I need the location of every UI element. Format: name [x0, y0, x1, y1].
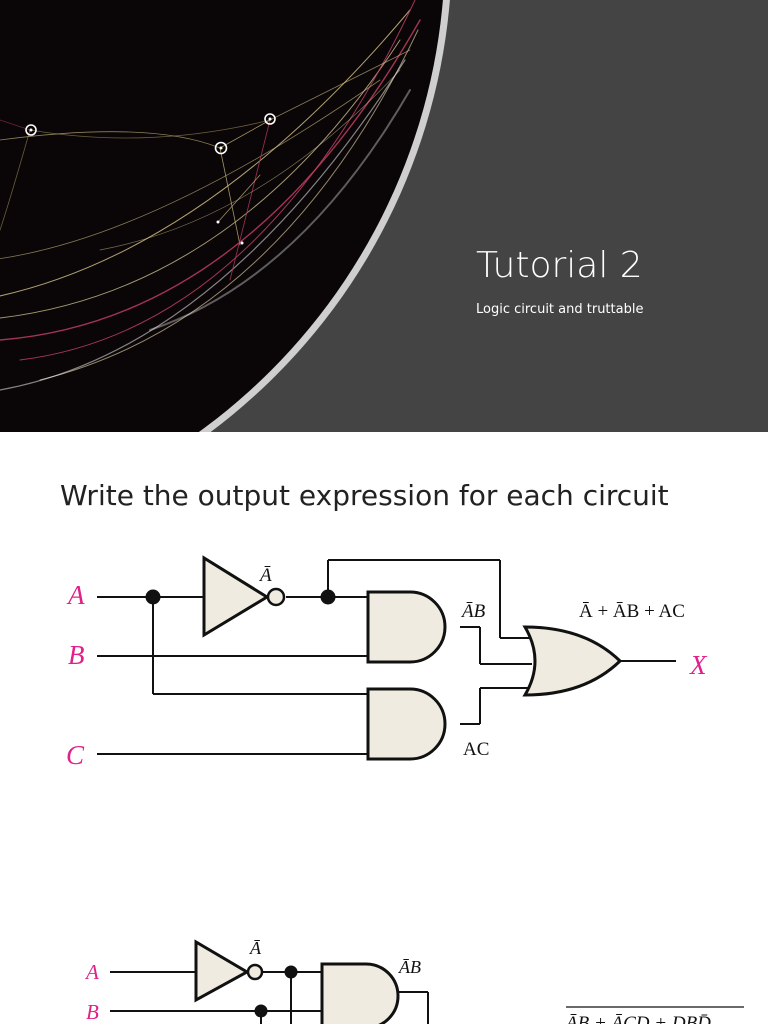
- and-gate-3: [320, 962, 400, 1024]
- input-label-a: A: [66, 580, 85, 610]
- and1-output-label: ĀB: [460, 601, 486, 622]
- input-label-a-2: A: [84, 960, 99, 984]
- or-output-expression: Ā + ĀB + AC: [579, 601, 685, 622]
- slide-subtitle: Logic circuit and truttable: [476, 302, 644, 317]
- and-gate-1: [366, 590, 447, 664]
- not-gate-2-bubble: [246, 963, 264, 981]
- circuit-1-junctions: [145, 589, 336, 605]
- slide-title: Tutorial 2: [476, 245, 643, 286]
- input-label-b-2: B: [86, 1000, 99, 1024]
- exercise-heading: Write the output expression for each cir…: [60, 479, 669, 512]
- not-gate-bubble: [266, 587, 286, 607]
- circuit-1: [97, 559, 676, 755]
- network-nodes: [25, 113, 276, 245]
- network-globe-image: [0, 0, 450, 432]
- and-gate-2: [366, 687, 447, 761]
- circuit-1-gates: [202, 555, 623, 761]
- exercise-slide: Write the output expression for each cir…: [0, 432, 768, 1024]
- circuit-diagrams: A B C X Ā ĀB AC Ā + ĀB + AC: [66, 555, 744, 1024]
- output-label-x: X: [689, 650, 708, 680]
- title-slide: Tutorial 2 Logic circuit and truttable: [0, 0, 768, 432]
- and2-output-label: AC: [463, 739, 489, 760]
- not-gate-2: [194, 939, 251, 1003]
- input-label-b: B: [68, 640, 85, 670]
- circuit-2: [110, 971, 429, 1024]
- input-label-c: C: [66, 740, 85, 770]
- inverter-output-label-2: Ā: [249, 938, 262, 958]
- output-expression-2: ĀB + ĀCD + DBD̄: [564, 1013, 711, 1024]
- and1-output-label-2: ĀB: [398, 957, 421, 977]
- inverter-output-label: Ā: [258, 565, 272, 586]
- or-gate: [522, 625, 623, 697]
- globe-background: [0, 0, 443, 432]
- not-gate: [202, 555, 270, 638]
